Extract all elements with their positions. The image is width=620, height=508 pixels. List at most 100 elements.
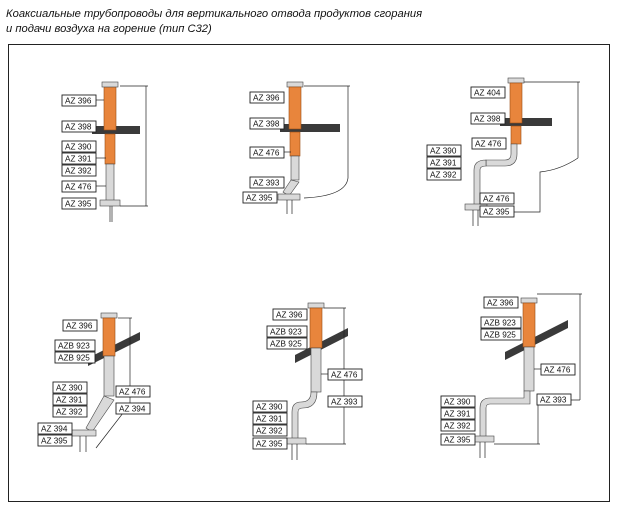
label-text: AZ 392 — [56, 408, 83, 417]
label-az390: AZ 390 — [52, 381, 88, 394]
label-az392-text: AZ 392 — [65, 167, 92, 176]
label-az476: AZ 476 — [534, 363, 576, 376]
label-az396: AZ 396 — [62, 319, 98, 332]
label-az396-text: AZ 396 — [65, 97, 92, 106]
label-text: AZ 404 — [474, 89, 501, 98]
label-text: AZ 390 — [444, 398, 471, 407]
label-text: AZ 396 — [487, 299, 514, 308]
label-az395: AZ 395 — [61, 197, 97, 210]
diagram-2: AZ 396 AZ 398 AZ 476 AZ 393 AZ 395 — [242, 81, 350, 214]
page-title: Коаксиальные трубопроводы для вертикальн… — [6, 7, 606, 37]
label-text: AZ 390 — [256, 403, 283, 412]
label-az398-text: AZ 398 — [65, 123, 92, 132]
label-az391: AZ 391 — [52, 393, 88, 406]
label-az391-text: AZ 391 — [65, 155, 92, 164]
diagram-5: AZ 396 AZB 923 AZB 925 AZ 476 AZ 390 AZ … — [252, 302, 363, 460]
label-az395-text: AZ 395 — [65, 200, 92, 209]
label-az391: AZ 391 — [61, 152, 97, 165]
label-az390-text: AZ 390 — [65, 143, 92, 152]
label-az390: AZ 390 — [252, 400, 288, 413]
label-text: AZB 923 — [270, 328, 302, 337]
label-az394-left: AZ 394 — [37, 422, 73, 435]
label-text: AZ 395 — [41, 437, 68, 446]
label-text: AZ 395 — [246, 194, 273, 203]
label-text: AZ 393 — [540, 396, 567, 405]
label-azb925: AZB 925 — [480, 328, 522, 341]
label-az396: AZ 396 — [61, 94, 104, 107]
label-text: AZ 476 — [253, 149, 280, 158]
label-az396: AZ 396 — [249, 91, 285, 104]
label-text: AZ 392 — [430, 171, 457, 180]
flue-pipe — [104, 133, 116, 165]
label-text: AZ 390 — [430, 147, 457, 156]
label-text: AZ 394 — [41, 425, 68, 434]
label-az391: AZ 391 — [440, 407, 476, 420]
label-az394-right: AZ 394 — [115, 402, 151, 415]
air-pipe — [105, 163, 115, 205]
label-text: AZ 476 — [483, 195, 510, 204]
terminal-cap — [101, 81, 119, 88]
label-text: AZ 396 — [66, 322, 93, 331]
diagram-6: AZ 396 AZB 923 AZB 925 AZ 476 AZ 390 AZ … — [440, 293, 582, 458]
label-text: AZ 476 — [119, 388, 146, 397]
label-text: AZ 391 — [444, 410, 471, 419]
label-text: AZ 395 — [483, 208, 510, 217]
label-text: AZ 395 — [256, 440, 283, 449]
label-az396: AZ 396 — [483, 296, 519, 309]
label-az390: AZ 390 — [440, 395, 476, 408]
label-az392: AZ 392 — [252, 424, 288, 437]
diagram-4: AZ 396 AZB 923 AZB 925 AZ 390 AZ 391 AZ … — [37, 312, 151, 452]
label-az398: AZ 398 — [470, 112, 506, 125]
label-text: AZ 391 — [56, 396, 83, 405]
label-text: AZB 925 — [58, 354, 90, 363]
label-text: AZ 396 — [276, 311, 303, 320]
label-text: AZB 925 — [484, 331, 516, 340]
label-text: AZ 395 — [444, 436, 471, 445]
label-az390: AZ 390 — [426, 144, 462, 157]
diagram-frame — [8, 44, 610, 502]
label-text: AZ 392 — [256, 427, 283, 436]
label-text: AZ 391 — [430, 159, 457, 168]
label-text: AZ 398 — [253, 120, 280, 129]
label-az391: AZ 391 — [426, 156, 462, 169]
label-text: AZ 391 — [256, 415, 283, 424]
label-az395: AZ 395 — [479, 205, 515, 218]
label-az391: AZ 391 — [252, 412, 288, 425]
label-azb923: AZB 923 — [266, 325, 308, 338]
boiler-adapter — [99, 199, 121, 207]
label-az396: AZ 396 — [272, 308, 308, 321]
label-text: AZ 476 — [331, 371, 358, 380]
label-az395: AZ 395 — [37, 434, 73, 447]
label-az392: AZ 392 — [52, 405, 88, 418]
label-azb925: AZB 925 — [266, 337, 308, 350]
label-az392: AZ 392 — [61, 157, 106, 177]
label-az404: AZ 404 — [470, 86, 506, 99]
label-az395: AZ 395 — [242, 191, 278, 204]
label-azb923: AZB 923 — [54, 339, 96, 352]
title-line-1: Коаксиальные трубопроводы для вертикальн… — [6, 8, 423, 20]
label-az476: AZ 476 — [115, 385, 151, 398]
label-azb923: AZB 923 — [480, 316, 522, 329]
label-text: AZ 476 — [544, 366, 571, 375]
label-text: AZB 923 — [58, 342, 90, 351]
label-text: AZ 390 — [56, 384, 83, 393]
label-text: AZ 396 — [253, 94, 280, 103]
label-text: AZ 393 — [331, 398, 358, 407]
label-az395: AZ 395 — [440, 433, 476, 446]
label-az390: AZ 390 — [61, 140, 97, 153]
label-text: AZ 394 — [119, 405, 146, 414]
title-line-2: и подачи воздуха на горение (тип С32) — [6, 23, 212, 35]
label-text: AZB 925 — [270, 340, 302, 349]
label-text: AZ 393 — [253, 179, 280, 188]
label-az476: AZ 476 — [61, 180, 106, 193]
label-az476-top: AZ 476 — [471, 137, 507, 150]
label-az398: AZ 398 — [61, 120, 97, 133]
label-az398: AZ 398 — [249, 117, 285, 130]
label-azb925: AZB 925 — [54, 351, 96, 364]
label-az392: AZ 392 — [426, 168, 462, 181]
label-az476: AZ 476 — [321, 368, 363, 381]
label-az393: AZ 393 — [249, 176, 285, 189]
label-text: AZB 923 — [484, 319, 516, 328]
label-az395: AZ 395 — [252, 437, 288, 450]
